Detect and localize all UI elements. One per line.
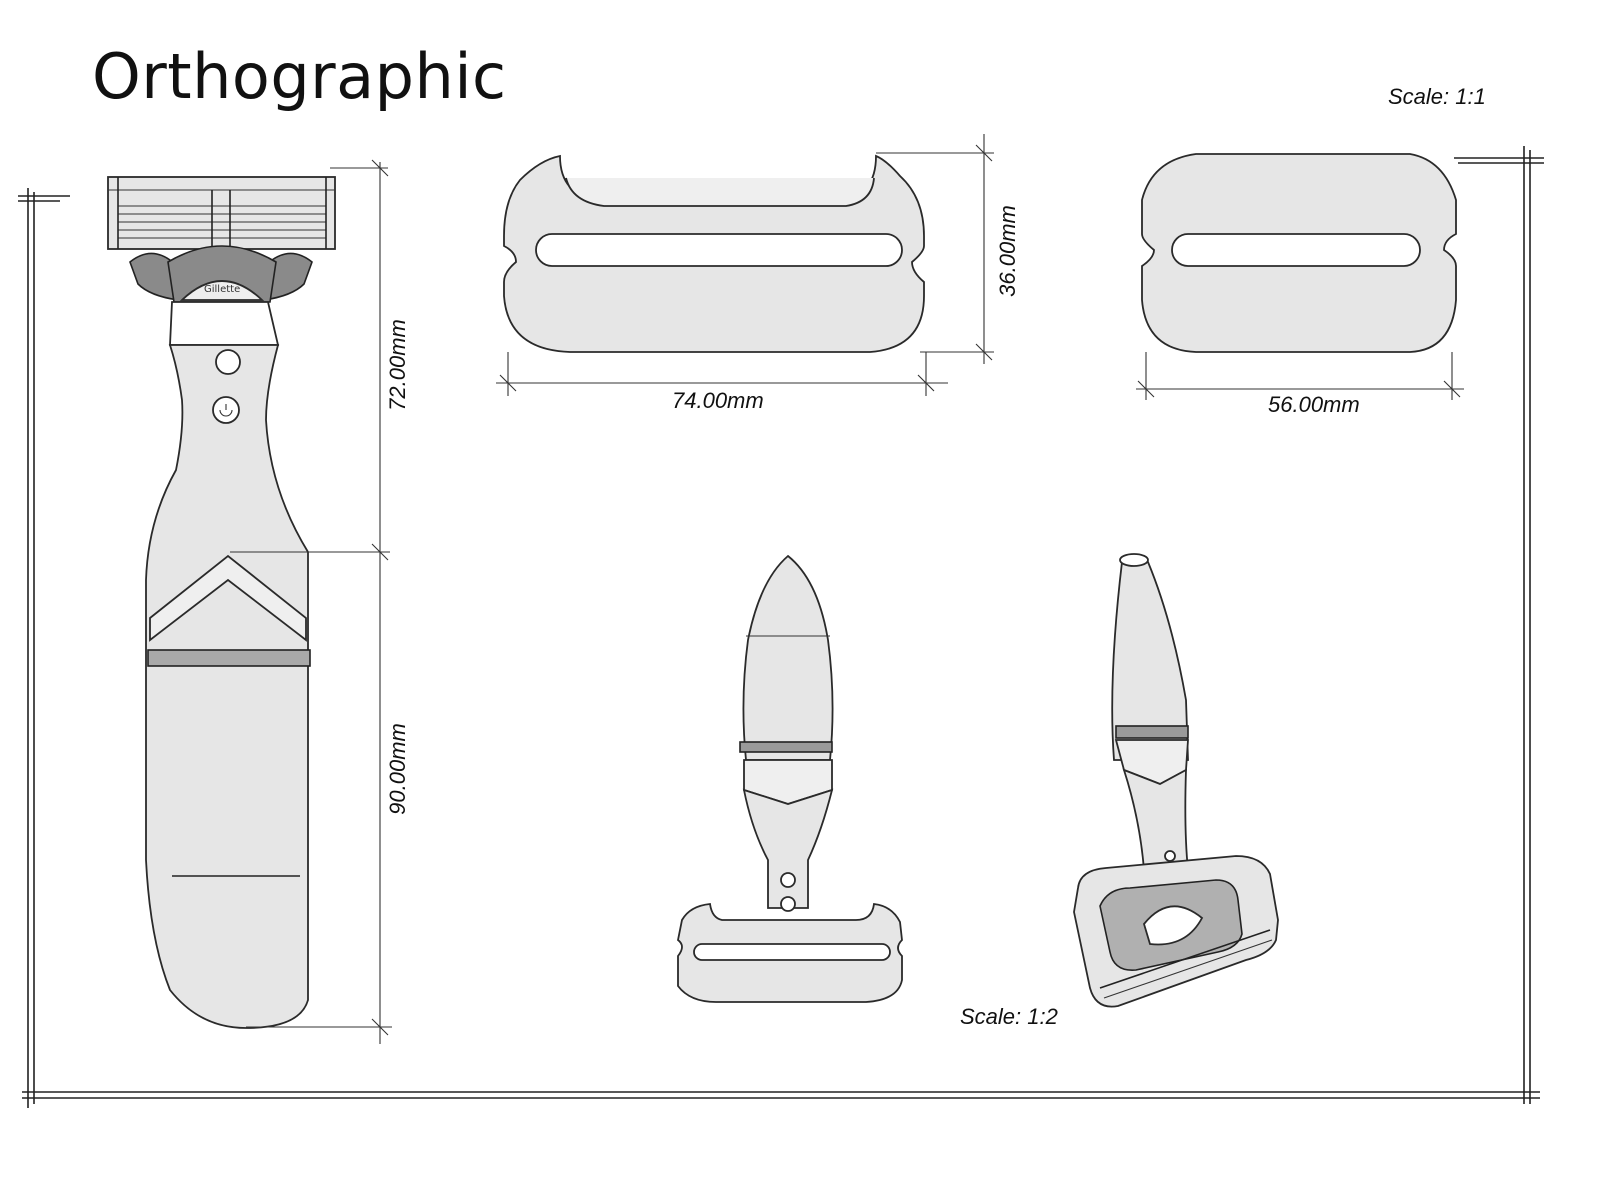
page-title: Orthographic (92, 40, 507, 113)
razor-brand-mark: Gillette (204, 284, 240, 295)
drawing-border (18, 146, 1544, 1108)
razor-front-view: Gillette (107, 176, 336, 1029)
scale-label-bottom: Scale: 1:2 (960, 1004, 1058, 1029)
handle-button-upper (215, 349, 241, 375)
isometric-view (1073, 553, 1279, 1008)
stand-side-view (1141, 153, 1457, 353)
handle-chevron (149, 554, 307, 642)
assembled-front-view (677, 554, 903, 1003)
cartridge (107, 176, 336, 250)
stand-slot (535, 233, 903, 267)
side-slot (1171, 233, 1421, 267)
handle-body (145, 344, 309, 1029)
dimension-lines-front (496, 134, 994, 396)
stand-front-view (503, 154, 925, 353)
dimension-width-front: 74.00mm (672, 388, 764, 413)
dimension-lines-side (1136, 352, 1464, 400)
dimension-lines-handle (230, 159, 392, 1044)
scale-label-top: Scale: 1:1 (1388, 84, 1486, 109)
dimension-width-side: 56.00mm (1268, 392, 1360, 417)
handle-band (147, 649, 311, 667)
